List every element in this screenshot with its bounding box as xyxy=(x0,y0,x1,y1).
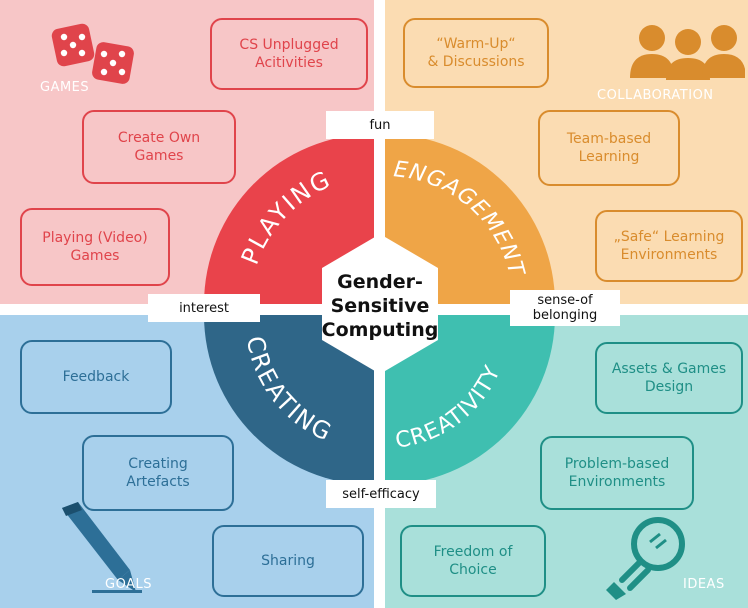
self-efficacy-tag: self-efficacy xyxy=(326,480,436,508)
collaboration-label: COLLABORATION xyxy=(597,88,714,103)
interest-tag: interest xyxy=(148,294,260,322)
team-based-learning-box: Team-based Learning xyxy=(538,110,680,186)
goals-label: GOALS xyxy=(105,577,152,592)
sense-of-belonging-tag: sense-of belonging xyxy=(510,290,620,326)
freedom-of-choice-box: Freedom of Choice xyxy=(400,525,546,597)
center-hexagon xyxy=(322,234,438,374)
lightbulb-icon xyxy=(606,517,685,600)
creativity-wedge xyxy=(385,315,555,485)
feedback-box: Feedback xyxy=(20,340,172,414)
creating-wedge xyxy=(204,315,374,485)
creating-artefacts-box: Creating Artefacts xyxy=(82,435,234,511)
cs-unplugged-box: CS Unplugged Acitivities xyxy=(210,18,368,90)
center-title: Gender- Sensitive Computing xyxy=(321,271,439,341)
safe-learning-environments-box: „Safe“ Learning Environments xyxy=(595,210,743,282)
engagement-wedge xyxy=(385,134,555,304)
games-label: GAMES xyxy=(40,80,90,95)
fun-tag: fun xyxy=(326,111,434,139)
create-own-games-box: Create Own Games xyxy=(82,110,236,184)
ideas-label: IDEAS xyxy=(683,577,725,592)
warm-up-discussions-box: “Warm-Up“ & Discussions xyxy=(403,18,549,88)
assets-games-design-box: Assets & Games Design xyxy=(595,342,743,414)
pencil-icon xyxy=(62,502,142,593)
people-icon xyxy=(630,25,745,80)
problem-based-environments-box: Problem-based Environments xyxy=(540,436,694,510)
sharing-box: Sharing xyxy=(212,525,364,597)
playing-video-games-box: Playing (Video) Games xyxy=(20,208,170,286)
playing-wedge xyxy=(204,134,374,304)
dice-icon xyxy=(51,23,134,84)
